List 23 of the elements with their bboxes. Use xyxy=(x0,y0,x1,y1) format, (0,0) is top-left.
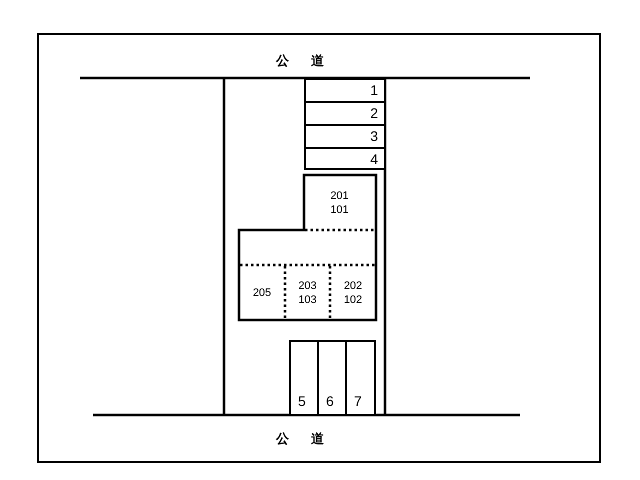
parking-space xyxy=(304,78,386,103)
room-number: 202 xyxy=(344,278,362,292)
parking-space xyxy=(317,340,347,416)
room-number: 103 xyxy=(298,292,317,306)
road-label: 公道 xyxy=(276,432,346,448)
parking-space xyxy=(304,101,386,126)
space-number: 1 xyxy=(370,83,378,97)
room-number: 102 xyxy=(344,292,362,306)
parking-space xyxy=(304,147,386,170)
space-number: 7 xyxy=(354,394,362,408)
space-number: 4 xyxy=(370,152,378,166)
parking-space xyxy=(304,124,386,149)
room-number: 205 xyxy=(252,286,272,300)
space-number: 6 xyxy=(326,394,334,408)
space-number: 3 xyxy=(370,129,378,143)
road-label: 公道 xyxy=(276,54,346,70)
parking-space xyxy=(345,340,376,416)
room-number: 203 xyxy=(298,278,317,292)
space-number: 5 xyxy=(298,394,306,408)
room-number: 201 xyxy=(330,188,349,202)
parking-space xyxy=(289,340,319,416)
room-number: 101 xyxy=(330,202,349,216)
space-number: 2 xyxy=(370,106,378,120)
